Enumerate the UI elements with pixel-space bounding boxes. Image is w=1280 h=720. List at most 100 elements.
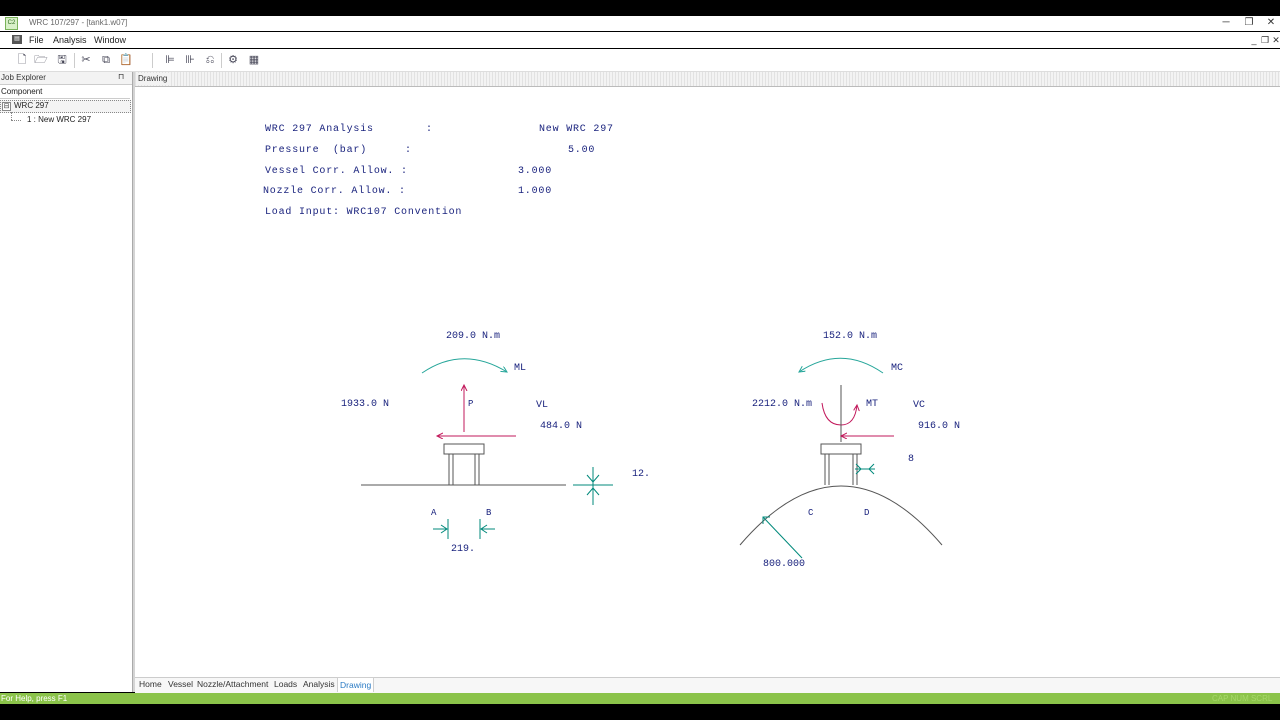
info-sep-pressure: : [405,145,412,156]
mc-moment-value: 152.0 N.m [823,331,877,342]
save-icon[interactable]: 🖫 [57,54,67,66]
window-title: WRC 107/297 - [tank1.w07] [29,18,128,27]
info-value-vessel-ca: 3.000 [518,166,552,177]
info-value-pressure: 5.00 [568,145,595,156]
info-label-analysis: WRC 297 Analysis [265,123,374,135]
point-d-label: D [864,508,869,518]
point-a-label: A [431,508,437,518]
thickness-dim-arrows [586,474,600,496]
drawing-canvas [135,87,1280,677]
circumferential-view: 152.0 N.m MC 2212.0 N.m MT VC 916.0 N 8 … [739,331,960,570]
vessel-diameter-value: 800.000 [763,559,805,570]
pin-icon[interactable]: ⊓ [118,72,125,81]
run-analysis-icon[interactable]: ⚙ [228,54,238,66]
info-value-nozzle-ca: 1.000 [518,186,552,197]
job-explorer-header [0,72,132,85]
tree-item-child[interactable]: 1 : New WRC 297 [27,115,92,124]
info-label-load-input: Load Input: WRC107 Convention [265,206,462,218]
toolbar-separator [152,53,153,68]
menu-analysis[interactable]: Analysis [53,35,87,45]
info-label-vessel-ca: Vessel Corr. Allow. : [265,165,408,177]
toolbar-separator [74,53,75,68]
title-bar [0,16,1280,31]
nozzle-flange [443,443,485,455]
longitudinal-view: 209.0 N.m ML 1933.0 N P VL 484.0 N 12. A… [341,331,650,555]
vessel-diameter-leader [762,516,803,559]
tree-connector [11,112,12,120]
job-explorer-panel [0,72,133,692]
thickness-dim-arrows-right [855,463,875,475]
ml-moment-value: 209.0 N.m [446,331,500,342]
undo-icon[interactable]: ⎌ [205,54,215,66]
diameter-dim-arrow [433,524,448,534]
mc-moment-arrow [799,357,884,374]
info-label-pressure: Pressure (bar) [265,144,367,156]
report-icon[interactable]: ▦ [248,54,260,66]
toolbar [0,49,1280,72]
minimize-button[interactable]: ─ [1222,17,1230,28]
vc-force-value: 916.0 N [918,421,960,432]
status-indicators: CAP NUM SCRL [1212,694,1273,703]
menu-window[interactable]: Window [94,35,127,45]
p-label: P [468,399,473,409]
nozzle-flange-right [820,443,862,455]
open-folder-icon[interactable]: 🗁 [34,54,48,66]
left-thickness-value: 12. [632,469,650,480]
ml-label: ML [514,363,526,374]
restore-button[interactable]: ❐ [1244,17,1254,28]
collapse-icon[interactable]: ⊟ [2,102,11,111]
job-explorer-title: Job Explorer [1,73,46,82]
document-menu-icon[interactable]: ▤ [12,35,22,44]
document-header [135,72,1280,87]
tab-home[interactable]: Home [139,679,162,689]
splitter[interactable] [133,72,135,692]
tab-loads[interactable]: Loads [274,679,298,689]
tab-vessel[interactable]: Vessel [168,679,194,689]
mt-moment-arrow [821,402,857,426]
paste-icon[interactable]: 📋 [119,54,133,66]
vessel-diameter-arrowhead [762,516,770,524]
vl-label: VL [536,400,548,411]
point-c-label: C [808,508,814,518]
mt-moment-value: 2212.0 N.m [752,399,812,410]
vessel-arc [739,485,943,546]
vc-label: VC [913,400,925,411]
mdi-close-button[interactable]: ✕ [1272,35,1280,45]
mdi-minimize-button[interactable]: _ [1251,35,1257,45]
status-help-text: For Help, press F1 [1,694,68,703]
app-icon: C2 [5,17,18,30]
tab-drawing[interactable]: Drawing [337,677,375,692]
component-column-header[interactable] [0,86,130,99]
tab-nozzle-attachment[interactable]: Nozzle/Attachment [197,679,269,689]
nozzle-diameter-value: 219. [451,544,475,555]
right-thickness-value: 8 [908,454,914,465]
tree-item-root[interactable] [0,100,131,113]
p-force-value: 1933.0 N [341,399,389,410]
close-button[interactable]: ✕ [1266,17,1276,28]
mc-label: MC [891,363,903,374]
component-column-label: Component [1,87,43,96]
tabs-bar [135,677,1280,693]
mdi-restore-button[interactable]: ❐ [1260,35,1270,45]
info-value-analysis: New WRC 297 [539,124,614,135]
menu-bar [0,32,1280,48]
menu-file[interactable]: File [29,35,44,45]
vl-force-value: 484.0 N [540,421,582,432]
drawing-svg: WRC 297 Analysis : New WRC 297 Pressure … [263,123,960,570]
status-bar [0,693,1280,704]
point-b-label: B [486,508,492,518]
document-title-bg [136,73,170,85]
align-left-icon[interactable]: ⊫ [165,54,175,66]
document-title: Drawing [138,74,168,83]
toolbar-separator [221,53,222,68]
cut-icon[interactable]: ✂ [81,54,91,66]
info-label-nozzle-ca: Nozzle Corr. Allow. : [263,185,406,197]
tab-analysis[interactable]: Analysis [303,679,335,689]
hierarchy-icon[interactable]: ⊪ [185,54,195,66]
ml-moment-arrow [421,358,507,374]
new-file-icon[interactable]: 🗋 [17,54,27,66]
tree-connector [11,120,21,121]
tree-root-label[interactable]: WRC 297 [14,101,49,110]
diameter-dim-arrow [480,524,495,534]
copy-icon[interactable]: ⧉ [102,54,110,66]
